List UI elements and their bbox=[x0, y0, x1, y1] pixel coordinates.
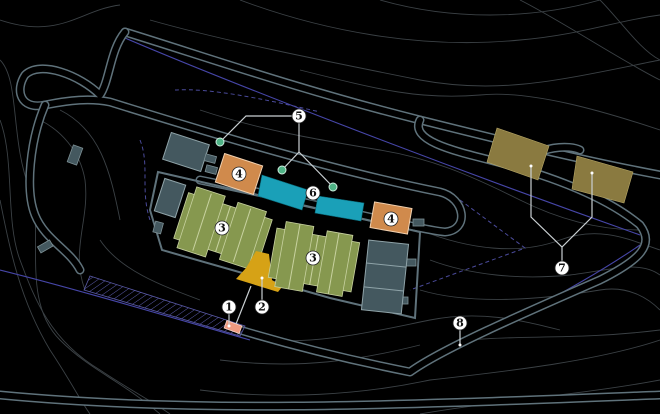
building-gray-east bbox=[360, 239, 410, 315]
building-7-west bbox=[486, 127, 550, 181]
cyan-buildings bbox=[257, 174, 365, 222]
label-6[interactable]: 6 bbox=[305, 185, 321, 201]
label-8-text: 8 bbox=[456, 317, 464, 330]
leader-lines bbox=[219, 115, 593, 345]
anchor-dots bbox=[227, 164, 594, 347]
label-3-text: 3 bbox=[218, 222, 226, 235]
site-pad-outline bbox=[148, 170, 422, 320]
label-2-text: 2 bbox=[258, 301, 266, 314]
building-6-east bbox=[314, 195, 365, 222]
hatched-embankment bbox=[83, 275, 246, 337]
label-3-west[interactable]: 3 bbox=[214, 220, 230, 236]
label-7[interactable]: 7 bbox=[554, 260, 570, 276]
ancillary-buildings bbox=[36, 131, 425, 315]
utility-box bbox=[66, 144, 84, 166]
label-6-text: 6 bbox=[309, 187, 317, 200]
label-4-west[interactable]: 4 bbox=[231, 166, 247, 182]
tree-marker bbox=[328, 182, 338, 192]
tree-markers bbox=[215, 137, 338, 192]
roads[interactable] bbox=[0, 27, 660, 411]
label-5[interactable]: 5 bbox=[291, 108, 307, 124]
building-6-west bbox=[257, 174, 309, 211]
label-2[interactable]: 2 bbox=[254, 299, 270, 315]
label-1[interactable]: 1 bbox=[221, 299, 237, 315]
utility-box bbox=[412, 218, 425, 227]
utility-box bbox=[152, 220, 164, 235]
building-gray-northwest bbox=[162, 131, 210, 173]
building-gray-west bbox=[153, 177, 187, 219]
label-4-text: 4 bbox=[387, 213, 395, 226]
label-7-text: 7 bbox=[558, 262, 566, 275]
label-8[interactable]: 8 bbox=[452, 315, 468, 331]
building-2 bbox=[236, 251, 282, 292]
building-7-east bbox=[571, 155, 634, 204]
utility-box bbox=[36, 239, 54, 254]
label-1-text: 1 bbox=[225, 301, 233, 314]
tree-marker bbox=[277, 165, 287, 175]
label-5-text: 5 bbox=[295, 110, 303, 123]
label-3-text: 3 bbox=[309, 252, 317, 265]
label-4-text: 4 bbox=[235, 168, 243, 181]
label-3-east[interactable]: 3 bbox=[305, 250, 321, 266]
tree-marker bbox=[215, 137, 225, 147]
label-4-east[interactable]: 4 bbox=[383, 211, 399, 227]
utility-box bbox=[204, 164, 219, 175]
utility-box bbox=[203, 153, 218, 164]
